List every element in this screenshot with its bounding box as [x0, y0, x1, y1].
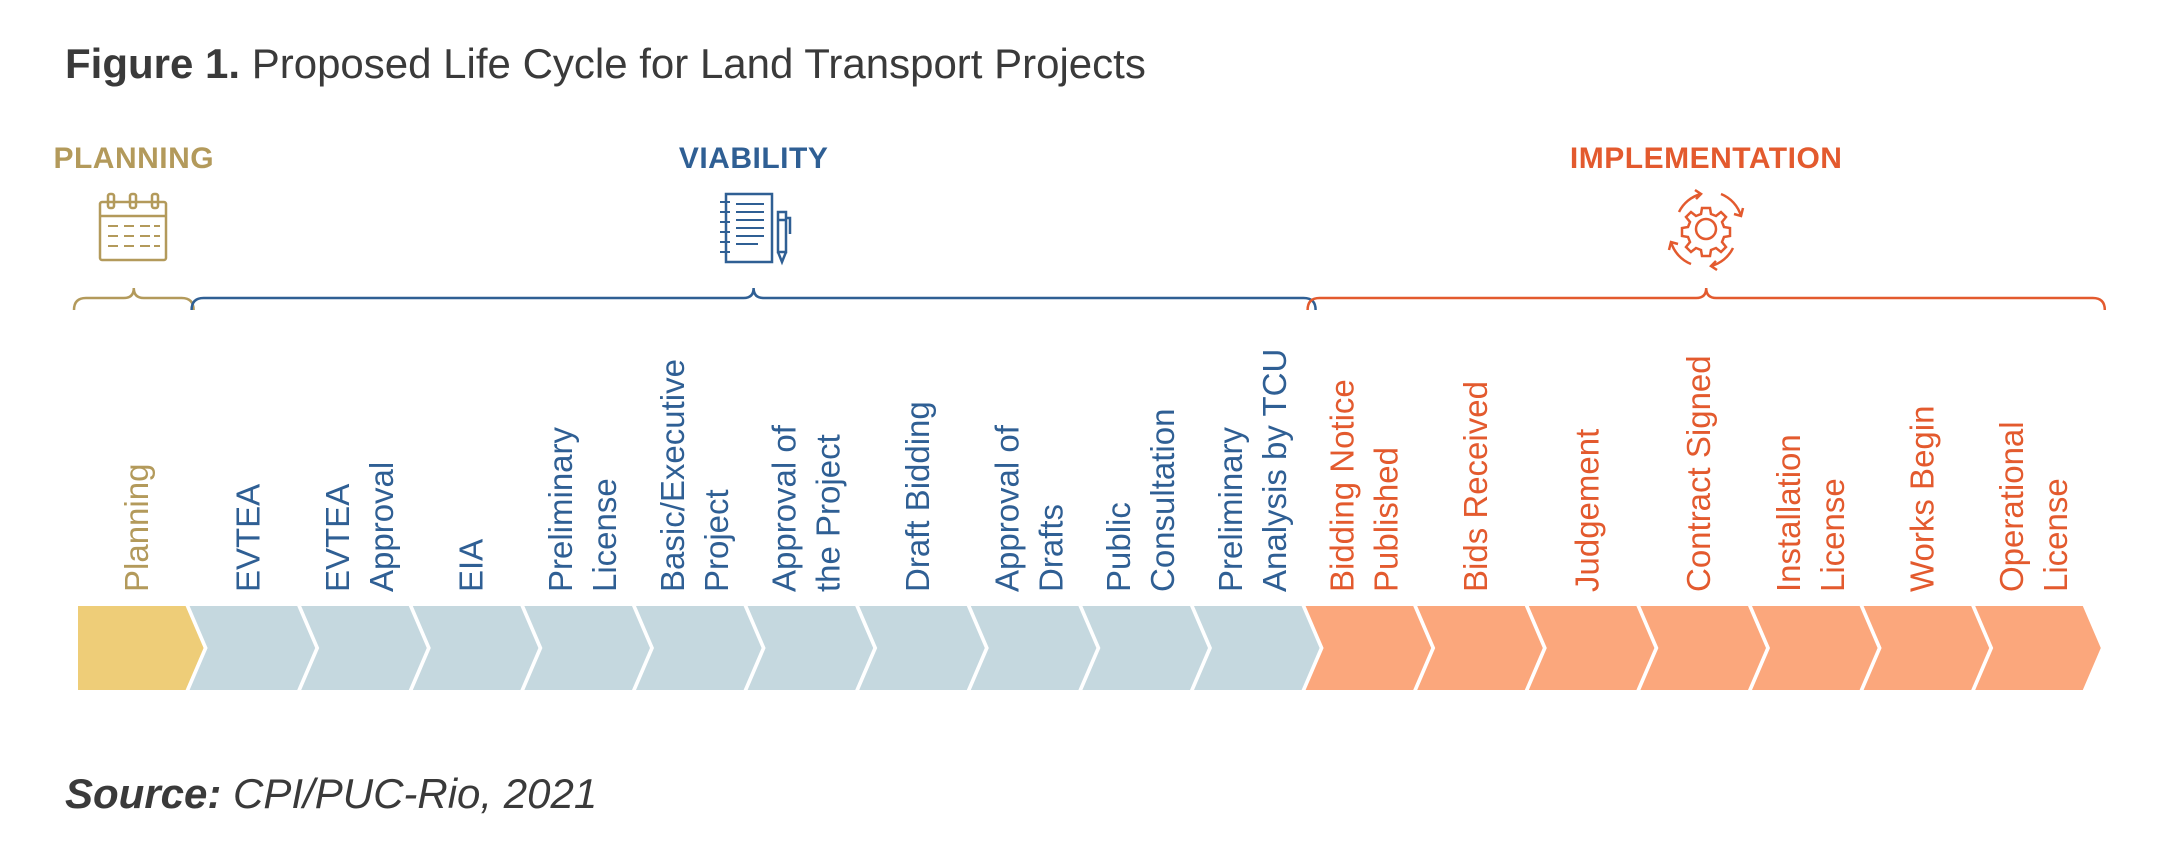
- step-label-5-line-1: Preliminary: [542, 426, 579, 592]
- step-label-14: Judgement: [1569, 429, 1606, 592]
- step-label-6-line-2: Project: [698, 489, 735, 592]
- step-arrow-3: [301, 606, 427, 690]
- step-arrow-9: [970, 606, 1097, 690]
- step-label-11-line-2: Analysis by TCU: [1256, 349, 1293, 592]
- step-label-15: Contract Signed: [1680, 355, 1717, 592]
- step-arrow-8: [859, 606, 985, 690]
- step-label-2: EVTEA: [229, 484, 266, 592]
- step-arrow-6: [636, 606, 762, 690]
- step-arrow-18: [1975, 606, 2101, 690]
- step-label-7-line-2: the Project: [809, 434, 846, 592]
- source-text: CPI/PUC-Rio, 2021: [233, 770, 598, 817]
- step-arrow-1: [78, 606, 204, 690]
- step-label-18-line-2: License: [2037, 478, 2074, 592]
- step-label-8: Draft Bidding: [899, 401, 936, 592]
- step-label-17: Works Begin: [1903, 406, 1940, 592]
- step-label-16-line-1: Installation: [1770, 434, 1807, 592]
- step-label-16-line-2: License: [1814, 478, 1851, 592]
- step-label-3-line-2: Approval: [363, 462, 400, 592]
- step-arrow-10: [1082, 606, 1208, 690]
- step-label-1: Planning: [118, 464, 155, 592]
- phase-label-implementation: IMPLEMENTATION: [1569, 142, 1843, 175]
- step-arrow-2: [189, 606, 316, 690]
- figure-title: Figure 1. Proposed Life Cycle for Land T…: [65, 40, 1146, 88]
- step-arrow-11: [1194, 606, 1320, 690]
- source-label: Source:: [65, 770, 222, 817]
- step-label-10-line-2: Consultation: [1144, 409, 1181, 592]
- step-label-11-line-1: Preliminary: [1212, 426, 1249, 592]
- step-arrow-5: [524, 606, 650, 690]
- step-label-13: Bids Received: [1457, 381, 1494, 592]
- step-label-9-line-2: Drafts: [1033, 504, 1070, 592]
- step-arrow-15: [1640, 606, 1766, 690]
- phase-label-planning: PLANNING: [53, 142, 215, 175]
- source-note: Source: CPI/PUC-Rio, 2021: [65, 770, 597, 818]
- step-label-9-line-1: Approval of: [989, 424, 1026, 592]
- gear-cycle-icon: [1667, 188, 1745, 272]
- phase-brace-viability: [190, 287, 1317, 311]
- phase-label-viability: VIABILITY: [678, 142, 829, 175]
- step-arrow-7: [747, 606, 874, 690]
- step-label-5-line-2: License: [586, 478, 623, 592]
- step-label-12-line-1: Bidding Notice: [1323, 379, 1360, 592]
- calendar-icon: [98, 192, 168, 262]
- step-label-10-line-1: Public: [1100, 502, 1137, 592]
- step-arrow-12: [1305, 606, 1432, 690]
- step-label-18-line-1: Operational: [1993, 421, 2030, 592]
- step-arrow-17: [1863, 606, 1990, 690]
- figure-title-text: Proposed Life Cycle for Land Transport P…: [251, 40, 1146, 87]
- notepad-pen-icon: [719, 192, 791, 266]
- step-arrow-4: [412, 606, 539, 690]
- step-label-7-line-1: Approval of: [765, 424, 802, 592]
- phase-brace-planning: [72, 287, 195, 311]
- step-label-3-line-1: EVTEA: [319, 484, 356, 592]
- phase-brace-implementation: [1306, 287, 2107, 311]
- step-label-6-line-1: Basic/Executive: [654, 359, 691, 592]
- step-arrow-16: [1752, 606, 1878, 690]
- step-label-12-line-2: Published: [1367, 447, 1404, 592]
- step-arrow-14: [1528, 606, 1655, 690]
- step-arrow-13: [1417, 606, 1543, 690]
- step-label-4: EIA: [453, 539, 490, 592]
- figure-label: Figure 1.: [65, 40, 241, 87]
